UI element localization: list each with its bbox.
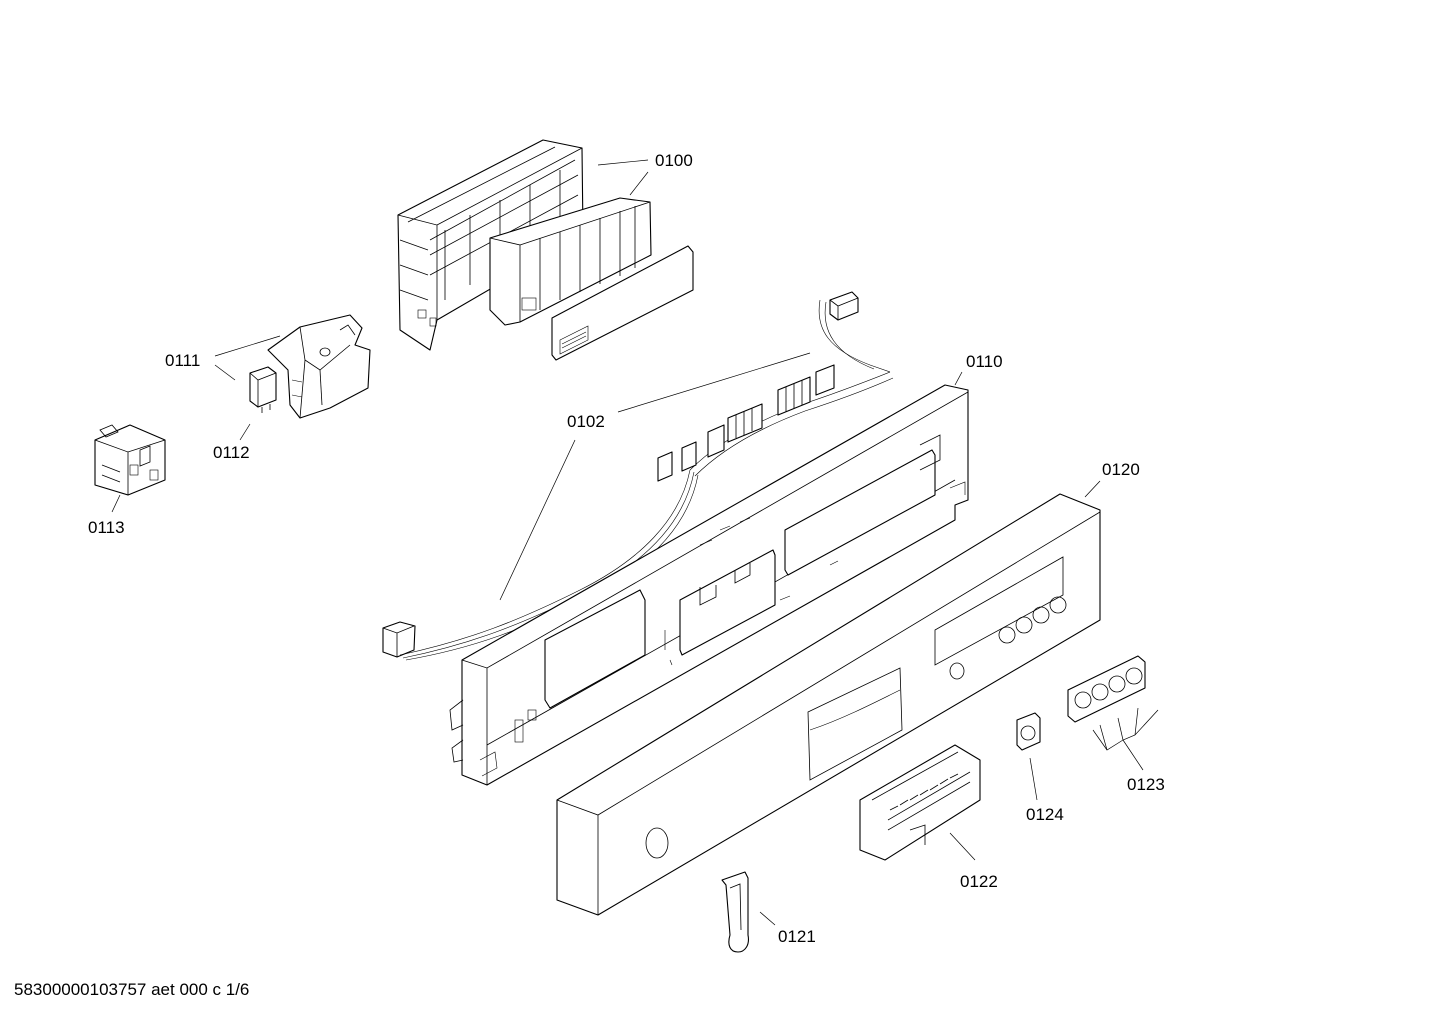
callout-0124: 0124	[1026, 805, 1064, 824]
callout-0102: 0102	[567, 412, 605, 431]
callout-0121: 0121	[778, 927, 816, 946]
part-0120-front-panel	[556, 493, 1101, 916]
part-0124-button	[1016, 712, 1041, 751]
part-0121-clip	[721, 871, 749, 953]
callout-0110: 0110	[966, 352, 1003, 371]
leader-lines	[111, 159, 1159, 926]
part-0113-relay-block	[94, 424, 166, 496]
callout-0122: 0122	[960, 872, 998, 891]
part-0122-handle	[859, 744, 981, 861]
callout-0123: 0123	[1127, 775, 1165, 794]
part-0102-wiring-harness	[382, 291, 894, 661]
part-0111-bracket	[267, 314, 371, 419]
part-0100-control-module	[397, 139, 694, 361]
callout-0111: 0111	[165, 351, 200, 370]
part-0110-frame	[449, 384, 969, 786]
callout-0100: 0100	[655, 151, 693, 170]
callout-0113: 0113	[88, 518, 125, 537]
document-id-footer: 58300000103757 aet 000 c 1/6	[14, 980, 250, 999]
part-0123-button-strip	[1067, 655, 1146, 723]
callout-0120: 0120	[1102, 460, 1140, 479]
part-0112-switch	[249, 366, 277, 413]
callout-0112: 0112	[213, 443, 250, 462]
callout-labels: 0100 0102 0110 0111 0112 0113 0120 0121 …	[88, 151, 1165, 946]
